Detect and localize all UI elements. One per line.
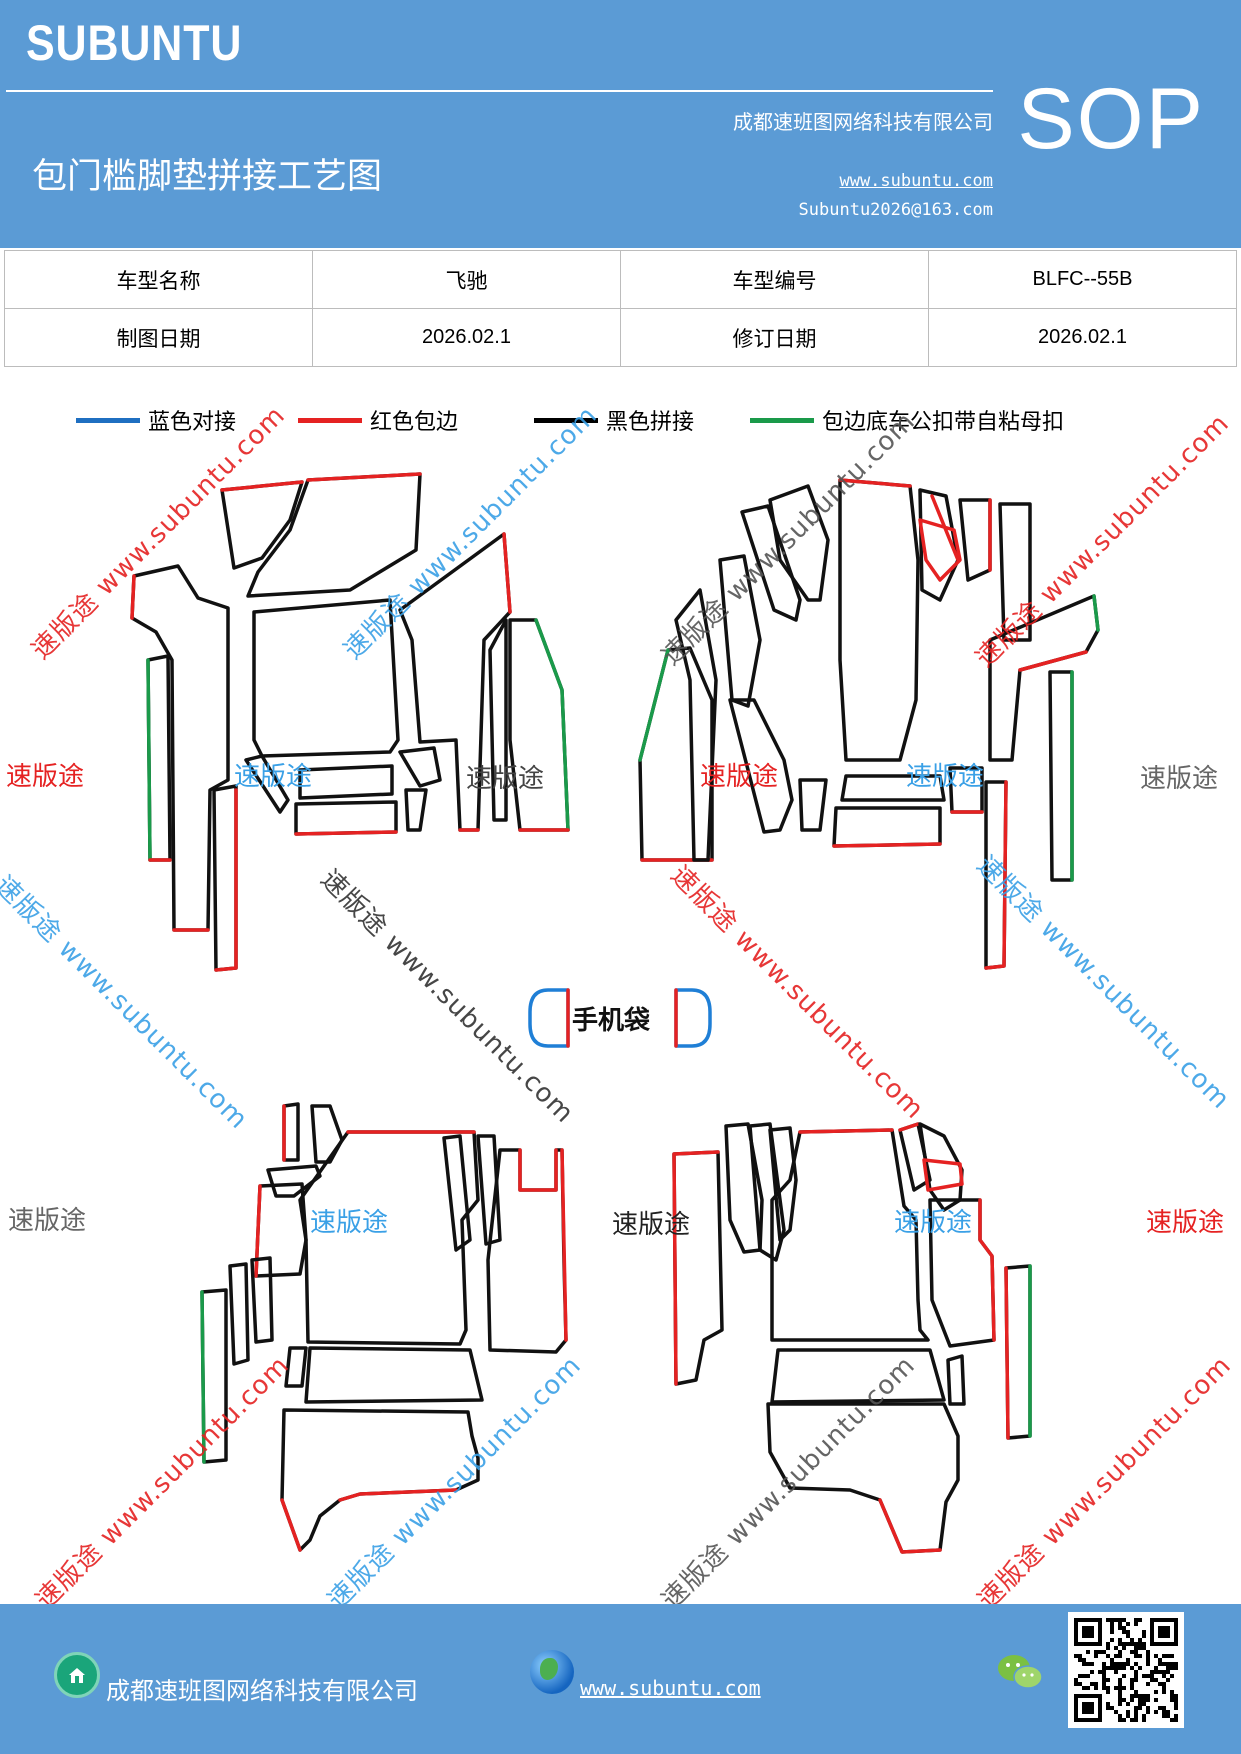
wechat-icon[interactable] xyxy=(996,1652,1044,1692)
value-model-code: BLFC--55B xyxy=(928,250,1237,309)
globe-icon xyxy=(530,1650,574,1694)
watermark-text: 速版途 xyxy=(1146,1208,1225,1238)
label-model-name: 车型名称 xyxy=(4,250,313,309)
legend-label: 红色包边 xyxy=(370,410,459,435)
footer-company: 成都速班图网络科技有限公司 xyxy=(106,1677,418,1705)
watermark-text: 速版途 xyxy=(612,1210,691,1240)
legend-swatch xyxy=(298,417,362,423)
watermark-text: 速版途 xyxy=(894,1208,973,1238)
vehicle-info-table: 车型名称 飞驰 车型编号 BLFC--55B 制图日期 2026.02.1 修订… xyxy=(4,250,1237,367)
mat-assembly-bottom-left xyxy=(200,1102,568,1552)
legend-item-blue: 蓝色对接 xyxy=(76,404,236,436)
qr-code-pattern xyxy=(1074,1618,1178,1722)
mat-assembly-bottom-right xyxy=(672,1122,1032,1554)
label-draw-date: 制图日期 xyxy=(4,308,313,367)
watermark-text: 速版途 xyxy=(234,762,313,792)
legend-item-red: 红色包边 xyxy=(298,404,458,436)
phone-bag-piece xyxy=(528,988,712,1048)
mat-assembly-top-left xyxy=(130,472,570,972)
footer-website-link[interactable]: www.subuntu.com xyxy=(580,1676,761,1700)
header-company: 成都速班图网络科技有限公司 xyxy=(733,110,993,134)
watermark-text: 速版途 xyxy=(1140,764,1219,794)
value-model-name: 飞驰 xyxy=(312,250,621,309)
phone-bag-label: 手机袋 xyxy=(572,1006,651,1036)
mat-assembly-top-right xyxy=(638,478,1100,970)
watermark-text: 速版途 xyxy=(8,1206,87,1236)
value-revision-date: 2026.02.1 xyxy=(928,308,1237,367)
header-website-link[interactable]: www.subuntu.com xyxy=(839,171,993,191)
header-divider xyxy=(6,90,993,92)
watermark-text: 速版途 xyxy=(466,764,545,794)
legend-item-green: 包边底车公扣带自粘母扣 xyxy=(750,404,1064,436)
legend-swatch xyxy=(750,417,814,423)
watermark-text: 速版途 xyxy=(700,762,779,792)
label-revision-date: 修订日期 xyxy=(620,308,929,367)
value-draw-date: 2026.02.1 xyxy=(312,308,621,367)
watermark-text: 速版途 xyxy=(906,762,985,792)
brand-logo: SUBUNTU xyxy=(26,15,243,71)
watermark-text: 速版途 xyxy=(310,1208,389,1238)
doc-type-label: SOP xyxy=(1017,71,1205,167)
table-row: 制图日期 2026.02.1 修订日期 2026.02.1 xyxy=(4,308,1237,367)
header-banner xyxy=(0,0,1241,248)
legend-swatch xyxy=(534,417,598,423)
legend-label: 包边底车公扣带自粘母扣 xyxy=(822,410,1065,435)
legend-label: 黑色拼接 xyxy=(606,410,695,435)
legend-item-black: 黑色拼接 xyxy=(534,404,694,436)
table-row: 车型名称 飞驰 车型编号 BLFC--55B xyxy=(4,250,1237,309)
home-icon xyxy=(54,1652,100,1698)
qr-code[interactable] xyxy=(1068,1612,1184,1728)
legend-label: 蓝色对接 xyxy=(148,410,237,435)
page-title: 包门槛脚垫拼接工艺图 xyxy=(32,157,383,197)
label-model-code: 车型编号 xyxy=(620,250,929,309)
legend-swatch xyxy=(76,417,140,423)
header-email[interactable]: Subuntu2026@163.com xyxy=(798,200,993,220)
watermark-text: 速版途 xyxy=(6,762,85,792)
